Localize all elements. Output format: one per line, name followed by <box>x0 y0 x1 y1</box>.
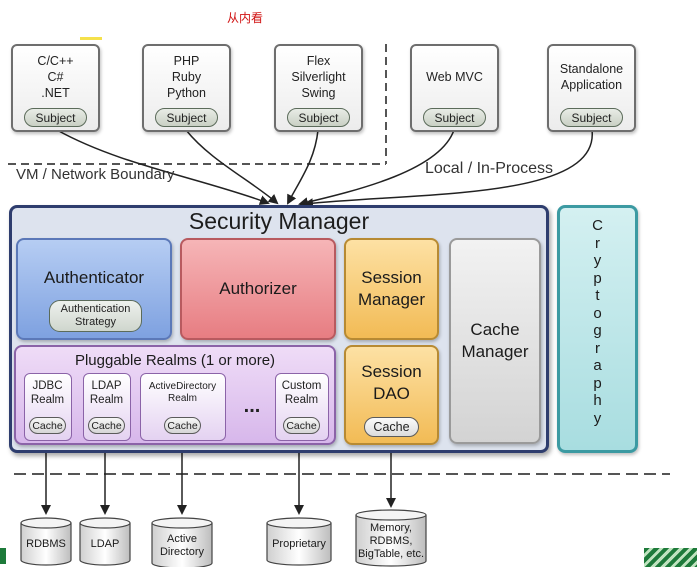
realm-ldap: LDAP Realm Cache <box>83 373 131 441</box>
corner-decoration-left <box>0 548 6 564</box>
session-dao: Session DAO Cache <box>344 345 439 445</box>
datastore-ldap-label: LDAP <box>90 537 120 550</box>
cache-manager: Cache Manager <box>449 238 541 444</box>
cryptography-letter: p <box>593 374 602 392</box>
session-manager: Session Manager <box>344 238 439 340</box>
authorizer: Authorizer <box>180 238 336 340</box>
authorizer-label: Authorizer <box>219 279 297 298</box>
cryptography-letter: h <box>593 392 602 409</box>
session-manager-label: Session Manager <box>357 268 426 309</box>
cryptography-letter: g <box>593 322 602 339</box>
local-in-process-label: Local / In-Process <box>425 160 554 177</box>
realm-jdbc: JDBC Realm Cache <box>24 373 72 441</box>
app-native-label: C/C++ C# .NET <box>37 54 74 100</box>
realm-active-directory-cache: Cache <box>164 417 201 434</box>
cryptography-letter: t <box>595 287 600 304</box>
realm-ldap-label: LDAP Realm <box>89 380 124 406</box>
app-rich-client-label: Flex Silverlight Swing <box>291 54 346 100</box>
authentication-strategy: Authentication Strategy <box>49 300 142 332</box>
subject-pill: Subject <box>24 108 87 127</box>
security-manager-title: Security Manager <box>188 207 370 234</box>
cryptography-letter: a <box>593 357 602 374</box>
cryptography-letter: r <box>595 234 600 252</box>
realm-custom-label: Custom Realm <box>281 380 322 406</box>
datastore-active-directory-label: Active Directory <box>159 533 204 558</box>
app-standalone: Standalone Application Subject <box>547 44 636 132</box>
subject-pill: Subject <box>155 108 218 127</box>
cryptography-letter: r <box>595 339 600 357</box>
subject-pill: Subject <box>287 108 350 127</box>
realm-custom-cache: Cache <box>283 417 320 434</box>
realm-jdbc-label: JDBC Realm <box>30 380 65 406</box>
arrow-subject-2 <box>185 129 279 205</box>
cryptography-letter: p <box>593 269 602 287</box>
app-native: C/C++ C# .NET Subject <box>11 44 100 132</box>
app-web-mvc: Web MVC Subject <box>410 44 499 132</box>
realm-active-directory-label: ActiveDirectory Realm <box>148 381 217 404</box>
authenticator-label: Authenticator <box>43 268 145 287</box>
highlight-mark <box>80 37 102 40</box>
app-scripting-label: PHP Ruby Python <box>167 54 206 100</box>
datastore-rdbms-label: RDBMS <box>26 537 66 550</box>
cache-manager-label: Cache Manager <box>461 320 529 361</box>
app-web-mvc-label: Web MVC <box>426 70 483 84</box>
app-rich-client: Flex Silverlight Swing Subject <box>274 44 363 132</box>
datastore-proprietary-label: Proprietary <box>272 537 326 550</box>
pluggable-realms-title: Pluggable Realms (1 or more) <box>74 351 276 369</box>
realms-ellipsis: ... <box>243 394 261 417</box>
cryptography-letter: o <box>593 304 602 322</box>
cryptography-letter: C <box>592 217 603 234</box>
realm-jdbc-cache: Cache <box>29 417 66 434</box>
realm-active-directory: ActiveDirectory Realm Cache <box>140 373 226 441</box>
subject-pill: Subject <box>560 108 623 127</box>
subject-pill: Subject <box>423 108 486 127</box>
arrow-subject-3 <box>287 129 319 205</box>
realm-ldap-cache: Cache <box>88 417 125 434</box>
app-standalone-label: Standalone Application <box>559 62 624 92</box>
vm-network-boundary-label: VM / Network Boundary <box>16 166 175 183</box>
header-note: 从内看 <box>227 11 264 25</box>
corner-decoration-right <box>644 548 697 567</box>
datastore-memory-label: Memory, RDBMS, BigTable, etc. <box>357 521 425 560</box>
cryptography-letter: y <box>593 409 602 427</box>
session-dao-label: Session DAO <box>361 362 422 403</box>
realm-custom: Custom Realm Cache <box>275 373 329 441</box>
authenticator: Authenticator Authentication Strategy <box>16 238 172 340</box>
app-scripting: PHP Ruby Python Subject <box>142 44 231 132</box>
session-dao-cache: Cache <box>364 417 419 437</box>
pluggable-realms: Pluggable Realms (1 or more) JDBC Realm … <box>14 345 336 445</box>
cryptography-letter: y <box>593 252 602 269</box>
